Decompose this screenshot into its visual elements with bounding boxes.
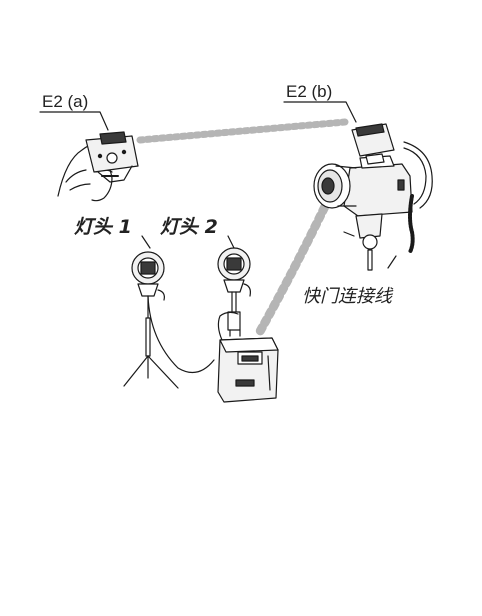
leader-line-head-1: [142, 236, 150, 248]
tripod-head-icon: [344, 214, 382, 270]
transmitter-a-icon: [86, 132, 138, 182]
flash-head-2-icon: [218, 248, 250, 296]
head-2-mount: [228, 292, 240, 330]
battery-pack-icon: [218, 312, 278, 402]
leader-line-a: [40, 112, 108, 130]
label-trigger-b: E2 (b): [286, 82, 332, 102]
label-shutter-cable: 快门连接线: [302, 282, 392, 308]
label-trigger-a: E2 (a): [42, 92, 88, 112]
cable-arrow: [388, 256, 396, 268]
leader-line-head-2: [228, 236, 234, 248]
camera-icon: [314, 156, 412, 216]
light-stand-1: [124, 296, 214, 388]
label-flash-head-1: 灯头 1: [74, 212, 132, 239]
flash-head-1-icon: [132, 252, 164, 300]
wireless-signal-a-to-b: [140, 122, 345, 140]
label-flash-head-2: 灯头 2: [160, 212, 218, 239]
